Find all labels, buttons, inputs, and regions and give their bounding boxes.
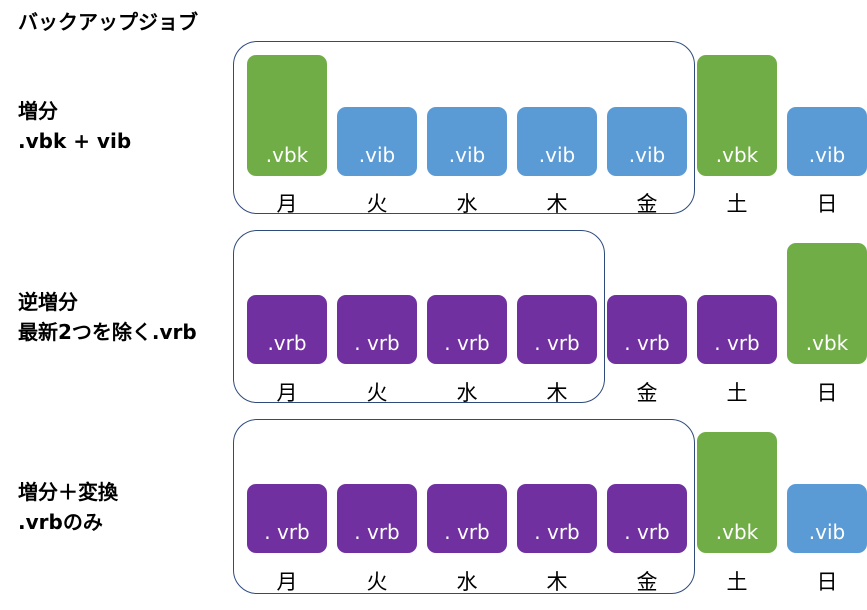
backup-file-vrb: . vrb bbox=[337, 295, 417, 364]
backup-file-vib: .vib bbox=[517, 107, 597, 176]
backup-file-label: .vib bbox=[808, 143, 846, 167]
backup-file-label: . vrb bbox=[624, 331, 670, 355]
backup-file-vib: .vib bbox=[607, 107, 687, 176]
backup-file-label: .vib bbox=[538, 143, 576, 167]
row-label-line: .vbk + vib bbox=[18, 129, 132, 153]
backup-file-vrb: . vrb bbox=[697, 295, 777, 364]
day-label: 日 bbox=[816, 570, 838, 594]
row-label-line: 最新2つを除く.vrb bbox=[18, 320, 197, 344]
backup-file-vrb: . vrb bbox=[247, 484, 327, 553]
backup-file-label: . vrb bbox=[444, 520, 490, 544]
backup-file-vrb: . vrb bbox=[427, 484, 507, 553]
row-label-line: .vrbのみ bbox=[18, 510, 103, 534]
day-label: 月 bbox=[276, 192, 298, 216]
backup-file-label: . vrb bbox=[354, 520, 400, 544]
backup-file-label: . vrb bbox=[624, 520, 670, 544]
day-label: 火 bbox=[366, 192, 388, 216]
backup-file-vbk: .vbk bbox=[787, 243, 867, 364]
diagram-title: バックアップジョブ bbox=[18, 10, 198, 34]
backup-file-label: .vbk bbox=[805, 331, 849, 355]
backup-file-vbk: .vbk bbox=[697, 432, 777, 553]
day-label: 土 bbox=[726, 570, 748, 594]
day-label: 月 bbox=[276, 570, 298, 594]
backup-file-label: . vrb bbox=[534, 331, 580, 355]
day-label: 木 bbox=[546, 570, 568, 594]
backup-file-label: . vrb bbox=[714, 331, 760, 355]
day-label: 土 bbox=[726, 381, 748, 405]
backup-file-vrb: . vrb bbox=[517, 484, 597, 553]
day-label: 火 bbox=[366, 570, 388, 594]
day-label: 水 bbox=[456, 192, 478, 216]
day-label: 土 bbox=[726, 192, 748, 216]
day-label: 水 bbox=[456, 570, 478, 594]
backup-file-vrb: . vrb bbox=[607, 295, 687, 364]
backup-file-vrb: . vrb bbox=[427, 295, 507, 364]
backup-file-label: .vib bbox=[808, 520, 846, 544]
day-label: 水 bbox=[456, 381, 478, 405]
backup-file-vrb: .vrb bbox=[247, 295, 327, 364]
backup-file-label: .vbk bbox=[715, 143, 759, 167]
backup-file-vib: .vib bbox=[427, 107, 507, 176]
backup-file-label: .vbk bbox=[265, 143, 309, 167]
day-label: 木 bbox=[546, 192, 568, 216]
backup-file-label: . vrb bbox=[534, 520, 580, 544]
backup-file-vrb: . vrb bbox=[337, 484, 417, 553]
row-label: 増分＋変換 .vrbのみ bbox=[18, 477, 118, 537]
backup-file-vib: .vib bbox=[787, 107, 867, 176]
day-label: 金 bbox=[636, 381, 658, 405]
backup-file-vrb: . vrb bbox=[517, 295, 597, 364]
backup-file-label: .vib bbox=[358, 143, 396, 167]
week-group-frame bbox=[233, 419, 695, 594]
backup-file-vib: .vib bbox=[337, 107, 417, 176]
backup-file-label: .vbk bbox=[715, 520, 759, 544]
day-label: 日 bbox=[816, 381, 838, 405]
row-label-line: 逆増分 bbox=[18, 290, 78, 314]
day-label: 金 bbox=[636, 192, 658, 216]
backup-file-label: .vrb bbox=[267, 331, 307, 355]
row-label: 増分 .vbk + vib bbox=[18, 96, 131, 156]
backup-file-label: . vrb bbox=[264, 520, 310, 544]
backup-file-vbk: .vbk bbox=[697, 55, 777, 176]
backup-file-label: . vrb bbox=[444, 331, 490, 355]
day-label: 火 bbox=[366, 381, 388, 405]
backup-file-label: . vrb bbox=[354, 331, 400, 355]
row-label-line: 増分 bbox=[18, 99, 58, 123]
week-group-frame bbox=[233, 41, 695, 214]
backup-file-label: .vib bbox=[628, 143, 666, 167]
day-label: 日 bbox=[816, 192, 838, 216]
backup-file-vrb: . vrb bbox=[607, 484, 687, 553]
week-group-frame bbox=[233, 230, 605, 403]
day-label: 月 bbox=[276, 381, 298, 405]
row-label-line: 増分＋変換 bbox=[18, 480, 118, 504]
backup-file-label: .vib bbox=[448, 143, 486, 167]
row-label: 逆増分最新2つを除く.vrb bbox=[18, 287, 197, 347]
backup-file-vbk: .vbk bbox=[247, 55, 327, 176]
day-label: 木 bbox=[546, 381, 568, 405]
backup-file-vib: .vib bbox=[787, 484, 867, 553]
day-label: 金 bbox=[636, 570, 658, 594]
